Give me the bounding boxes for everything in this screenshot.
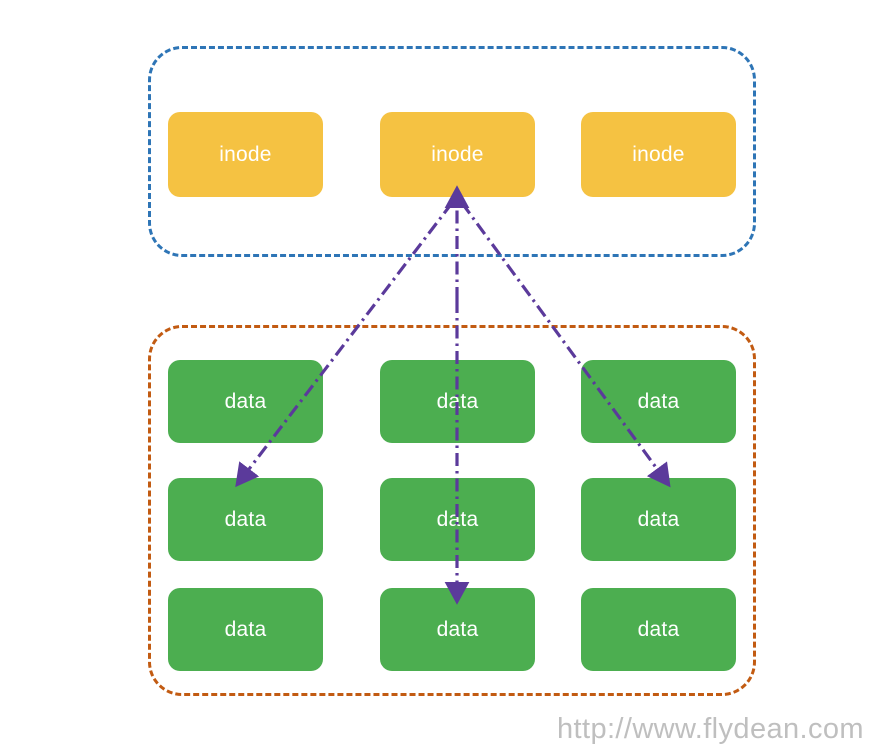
data-node-label: data xyxy=(224,617,267,641)
data-node-r0c0[interactable]: data xyxy=(168,360,323,443)
data-node-label: data xyxy=(436,507,479,531)
data-node-r1c2[interactable]: data xyxy=(581,478,736,561)
watermark-text: http://www.flydean.com xyxy=(557,713,864,745)
data-node-r2c0[interactable]: data xyxy=(168,588,323,671)
data-node-label: data xyxy=(637,617,680,641)
data-node-label: data xyxy=(637,389,680,413)
data-node-label: data xyxy=(637,507,680,531)
data-node-r1c0[interactable]: data xyxy=(168,478,323,561)
data-node-r1c1[interactable]: data xyxy=(380,478,535,561)
inode-node-2[interactable]: inode xyxy=(581,112,736,197)
data-node-label: data xyxy=(436,617,479,641)
data-node-r2c1[interactable]: data xyxy=(380,588,535,671)
inode-node-label: inode xyxy=(431,142,484,166)
data-node-label: data xyxy=(224,507,267,531)
data-node-label: data xyxy=(224,389,267,413)
data-node-r0c2[interactable]: data xyxy=(581,360,736,443)
inode-node-label: inode xyxy=(219,142,272,166)
inode-node-1[interactable]: inode xyxy=(380,112,535,197)
inode-node-label: inode xyxy=(632,142,685,166)
data-node-r2c2[interactable]: data xyxy=(581,588,736,671)
data-node-r0c1[interactable]: data xyxy=(380,360,535,443)
inode-node-0[interactable]: inode xyxy=(168,112,323,197)
data-node-label: data xyxy=(436,389,479,413)
